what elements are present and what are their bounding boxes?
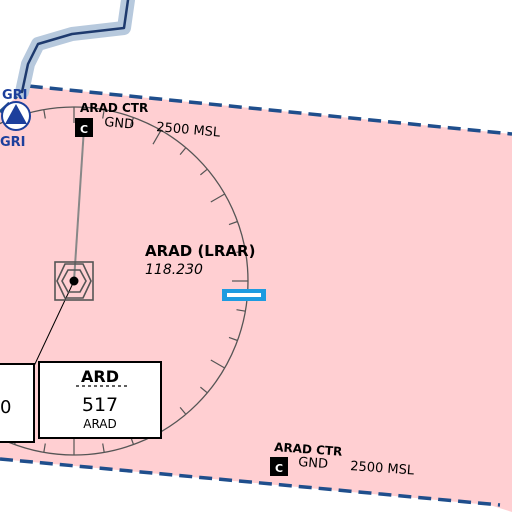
navaid-leader-line <box>33 280 75 367</box>
compass-tick <box>200 168 208 176</box>
navaid-frequency: 517 <box>82 394 118 416</box>
navaid-ident: ARD <box>81 367 119 386</box>
compass-tick <box>43 443 46 453</box>
ctr-lower-upper-limit: 2500 MSL <box>350 459 416 478</box>
compass-tick <box>236 250 246 253</box>
compass-tick <box>210 359 225 369</box>
ctr-lower-class-badge: C <box>270 457 288 476</box>
radial-line <box>73 127 85 282</box>
ctr-border-lower <box>0 457 501 507</box>
compass-tick <box>179 147 187 155</box>
compass-tick <box>102 109 105 119</box>
vor-ident-top: GRI <box>2 88 28 103</box>
navaid-info-box[interactable]: ARD 517 ARAD <box>38 361 162 439</box>
compass-tick <box>179 407 187 415</box>
compass-tick <box>129 117 135 127</box>
compass-tick <box>236 309 246 312</box>
svg-text:C: C <box>275 462 283 475</box>
ctr-upper-name: ARAD CTR <box>80 101 148 115</box>
ctr-upper-lower-limit: GND <box>104 115 135 133</box>
compass-tick <box>228 336 238 342</box>
ctr-upper-class-badge: C <box>75 118 93 137</box>
ctr-lower-name: ARAD CTR <box>274 440 343 459</box>
vor-ident-bottom: GRI <box>0 135 26 150</box>
compass-tick <box>200 386 208 394</box>
river-centerline <box>20 0 130 94</box>
vor-triangle-icon[interactable] <box>1 101 31 131</box>
partial-box-text: 0 <box>0 397 11 418</box>
compass-tick <box>102 443 105 453</box>
ctr-upper-upper-limit: 2500 MSL <box>156 120 222 141</box>
compass-rose-ticks <box>13 107 248 455</box>
compass-tick <box>43 109 46 119</box>
compass-tick <box>152 130 162 145</box>
svg-text:C: C <box>80 123 88 136</box>
partial-info-box[interactable]: 0 <box>0 363 35 443</box>
vordme-hexagon-icon[interactable] <box>54 261 94 301</box>
compass-tick <box>210 193 225 203</box>
airport-name: ARAD (LRAR) <box>145 242 255 260</box>
airport-frequency: 118.230 <box>145 262 203 278</box>
navaid-name: ARAD <box>83 417 117 431</box>
ctr-lower-lower-limit: GND <box>298 455 329 472</box>
compass-tick <box>228 220 238 226</box>
runway[interactable] <box>222 289 266 301</box>
